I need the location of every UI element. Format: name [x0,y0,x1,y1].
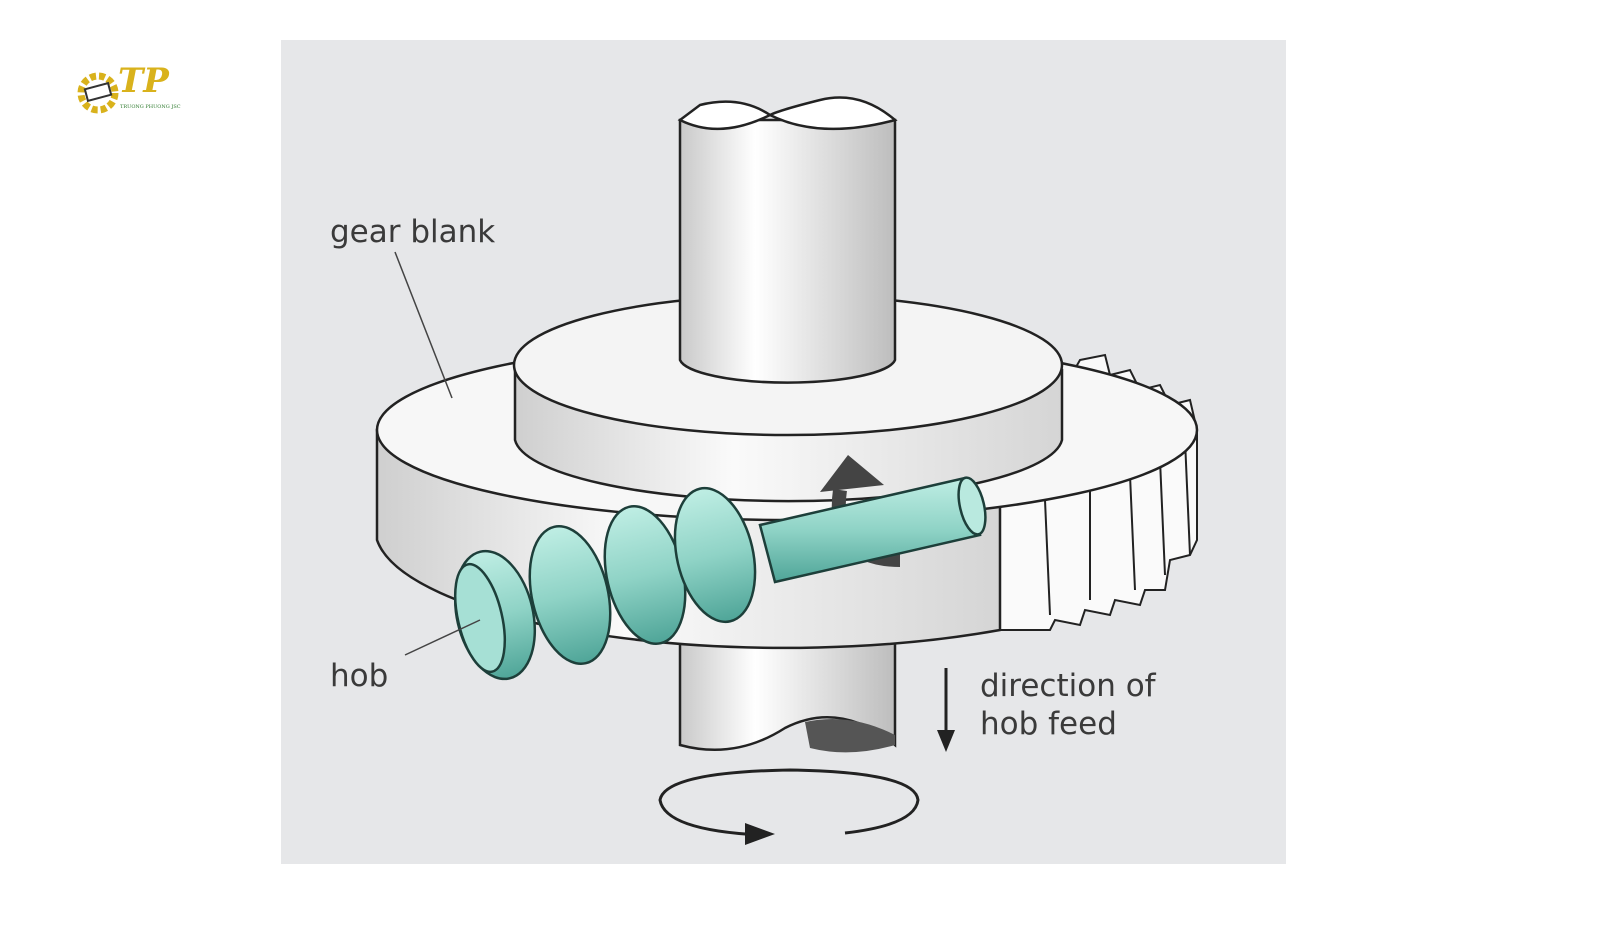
hob-rotation-arrowhead [820,455,884,492]
label-feed-line2: hob feed [980,706,1117,742]
logo-company-name: TRUONG PHUONG JSC [120,104,181,110]
gear-blank-leader [394,251,453,399]
feed-direction-arrow [937,668,955,752]
hob-leader [404,619,481,656]
blank-rotation-arrow [658,768,920,845]
company-logo: TP TRUONG PHUONG JSC [77,61,181,114]
label-gear-blank: gear blank [330,214,495,250]
logo-mark: TP [118,61,170,101]
label-hob: hob [330,658,388,694]
hob [453,476,987,681]
label-feed-line1: direction of [980,668,1157,704]
gear-icon [77,72,119,114]
bottom-shaft [678,618,897,753]
top-shaft [677,96,898,384]
